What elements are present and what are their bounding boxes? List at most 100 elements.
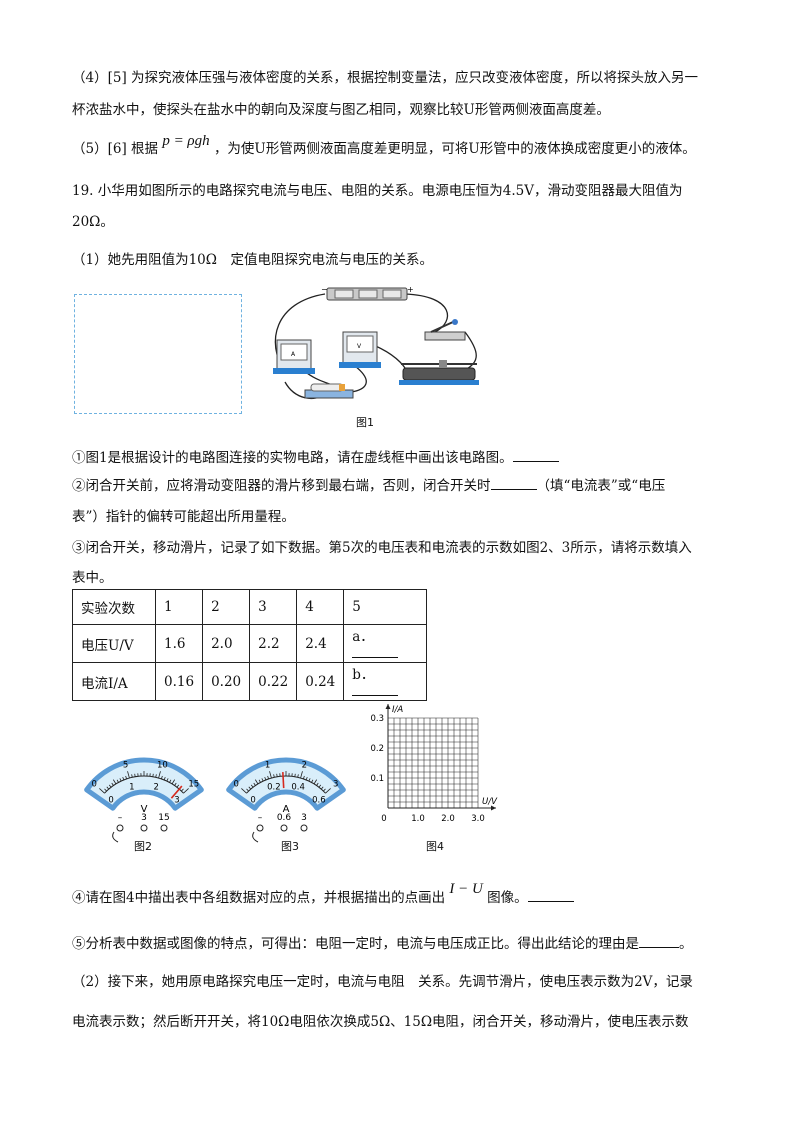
table-header-cell: 2: [202, 589, 251, 625]
svg-text:+: +: [407, 285, 414, 294]
outer-tick-label: 5: [123, 761, 128, 771]
scale-tick: [112, 779, 117, 785]
para4-line2: 杯浓盐水中，使探头在盐水中的朝向及深度与图乙相同，观察比较U形管两侧液面高度差。: [72, 102, 610, 118]
table-row-voltage: 电压U/V 1.6 2.0 2.2 2.4 a．: [72, 624, 428, 663]
scale-tick: [111, 782, 114, 786]
table-cell: 2.4: [296, 624, 345, 663]
scale-tick: [273, 774, 275, 778]
item5-answer-blank[interactable]: [639, 935, 679, 948]
scale-tick: [163, 776, 166, 781]
blank-b[interactable]: [352, 683, 399, 696]
scale-tick: [258, 779, 261, 783]
fixed-resistor: [304, 383, 354, 399]
scale-tick: [253, 782, 256, 786]
meter-needle: [282, 772, 285, 789]
item5: ⑤分析表中数据或图像的特点，可得出：电阻一定时，电流与电压成正比。得出此结论的理…: [72, 932, 693, 952]
terminal-label: 3: [141, 813, 147, 823]
scale-tick: [119, 778, 122, 782]
table-cell-blank-b[interactable]: b．: [343, 662, 428, 701]
item2-answer-blank[interactable]: [490, 477, 537, 490]
terminal-post: [160, 824, 168, 832]
terminal-post: [280, 824, 288, 832]
outer-tick-label: 1: [265, 761, 270, 771]
svg-text:V: V: [357, 343, 362, 350]
x-axis-arrow: [491, 805, 496, 811]
scale-tick: [99, 788, 105, 794]
meter-face: [226, 757, 346, 811]
scale-tick: [311, 779, 314, 783]
scale-tick: [158, 771, 161, 779]
y-tick-label: 0.3: [370, 714, 384, 724]
scale-tick: [269, 771, 272, 779]
scale-arc: [246, 775, 326, 794]
data-table: 实验次数 1 2 3 4 5 电压U/V 1.6 2.0 2.2 2.4 a． …: [72, 589, 428, 701]
outer-tick-label: 0: [92, 780, 97, 790]
scale-tick: [125, 775, 127, 780]
scale-tick: [171, 779, 176, 785]
scale-tick: [325, 788, 331, 794]
scale-tick: [174, 782, 177, 786]
battery-pack: −+: [321, 285, 414, 301]
outer-tick-label: 2: [302, 761, 307, 771]
circuit-diagram-answer-box[interactable]: [74, 294, 242, 414]
scale-tick: [241, 788, 247, 794]
item1-answer-blank[interactable]: [512, 449, 559, 462]
table-header-cell: 3: [249, 589, 298, 625]
y-tick-label: 0.1: [370, 774, 384, 784]
scale-tick: [300, 771, 303, 779]
scale-tick: [316, 782, 319, 786]
formula-i-u: I − U: [449, 881, 483, 897]
table-cell: 1.6: [154, 624, 204, 663]
para4-line1: （4）[5] 为探究液体压强与液体密度的关系，根据控制变量法，应只改变液体密度，…: [72, 70, 699, 86]
item4: ④请在图4中描出表中各组数据对应的点，并根据描出的点画出 I − U 图像。: [72, 881, 574, 907]
meter-face: [84, 757, 204, 811]
table-cell-blank-a[interactable]: a．: [343, 624, 428, 663]
scale-tick: [169, 779, 172, 783]
table-header-cell: 实验次数: [72, 589, 156, 625]
scale-tick: [305, 776, 308, 781]
scale-tick: [106, 786, 110, 790]
y-tick-label: 0.2: [370, 744, 384, 754]
inner-tick-label: 1: [129, 783, 134, 793]
inner-tick-label: 3: [174, 795, 179, 805]
sub2-line2: 电流表示数；然后断开开关，将10Ω电阻依次换成5Ω、15Ω电阻，闭合开关，移动滑…: [72, 1014, 689, 1030]
figure1-caption: 图1: [356, 416, 374, 429]
para5: （5）[6] 根据 p = ρgh ，为使U形管两侧液面高度差更明显，可将U形管…: [72, 133, 696, 158]
formula-p-rho-g-h: p = ρgh: [162, 133, 210, 149]
item4-pre: ④请在图4中描出表中各组数据对应的点，并根据描出的点画出: [72, 890, 446, 906]
scale-tick: [104, 788, 107, 792]
table-cell: 0.20: [202, 662, 251, 701]
rheostat: [399, 360, 479, 385]
q19-line1: 19. 小华用如图所示的电路探究电流与电压、电阻的关系。电源电压恒为4.5V，滑…: [72, 183, 683, 199]
svg-text:−: −: [321, 285, 328, 294]
table-header-row: 实验次数 1 2 3 4 5: [72, 589, 428, 625]
item2-line1: ②闭合开关前，应将滑动变阻器的滑片移到最右端，否则，闭合开关时（填“电流表”或“…: [72, 474, 665, 494]
para5-pre: （5）[6] 根据: [72, 141, 159, 157]
terminal-label: 3: [301, 813, 307, 823]
blank-a[interactable]: [352, 645, 399, 658]
scale-tick: [318, 784, 322, 788]
scale-tick: [313, 779, 318, 785]
item1-text: ①图1是根据设计的电路图连接的实物电路，请在虚线框中画出该电路图。: [72, 450, 513, 466]
scale-tick: [181, 788, 184, 792]
item2-text-b: （填“电流表”或“电压: [536, 478, 666, 494]
scale-tick: [166, 778, 169, 782]
scale-tick: [303, 775, 305, 780]
scale-tick: [297, 774, 299, 778]
row-label-voltage: 电压U/V: [72, 624, 156, 663]
blank-b-label: b．: [352, 667, 375, 683]
item4-answer-blank[interactable]: [527, 889, 574, 902]
outer-tick-label: 10: [157, 761, 168, 771]
scale-tick: [131, 774, 133, 778]
scale-tick: [320, 786, 324, 790]
scale-tick: [127, 771, 130, 779]
x-tick-label: 2.0: [441, 814, 455, 824]
scale-tick: [176, 784, 180, 788]
outer-tick-label: 0: [234, 780, 239, 790]
table-cell: 0.16: [154, 662, 204, 701]
blank-a-label: a．: [352, 629, 374, 645]
